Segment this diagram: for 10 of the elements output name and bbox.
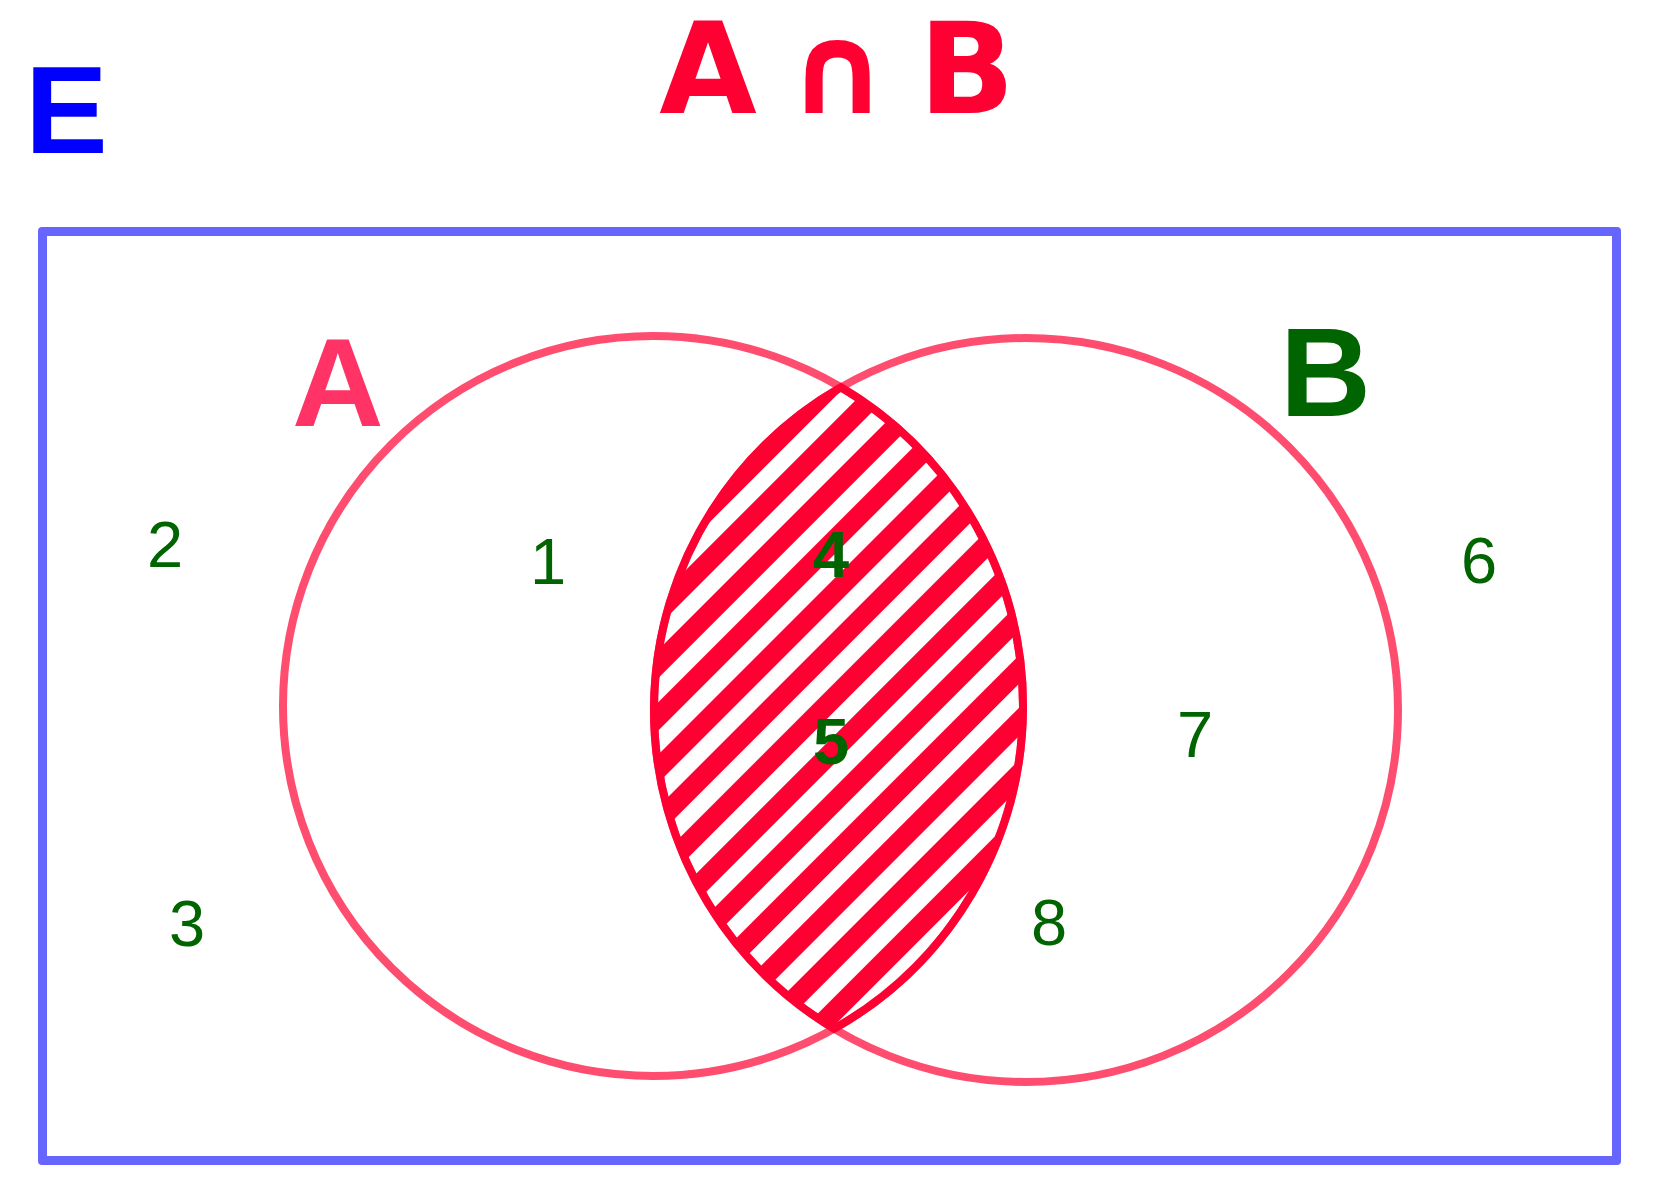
element-number: 7 <box>1176 710 1214 760</box>
element-number: 8 <box>1030 898 1068 948</box>
element-number: 1 <box>529 537 567 587</box>
diagram-title: A ∩ B <box>659 22 1015 118</box>
set-label: A <box>292 336 384 430</box>
element-number: 2 <box>146 520 184 570</box>
set-label: B <box>1280 326 1371 420</box>
set-label: E <box>25 65 108 157</box>
element-number: 6 <box>1460 536 1498 586</box>
element-number: 3 <box>168 899 206 949</box>
